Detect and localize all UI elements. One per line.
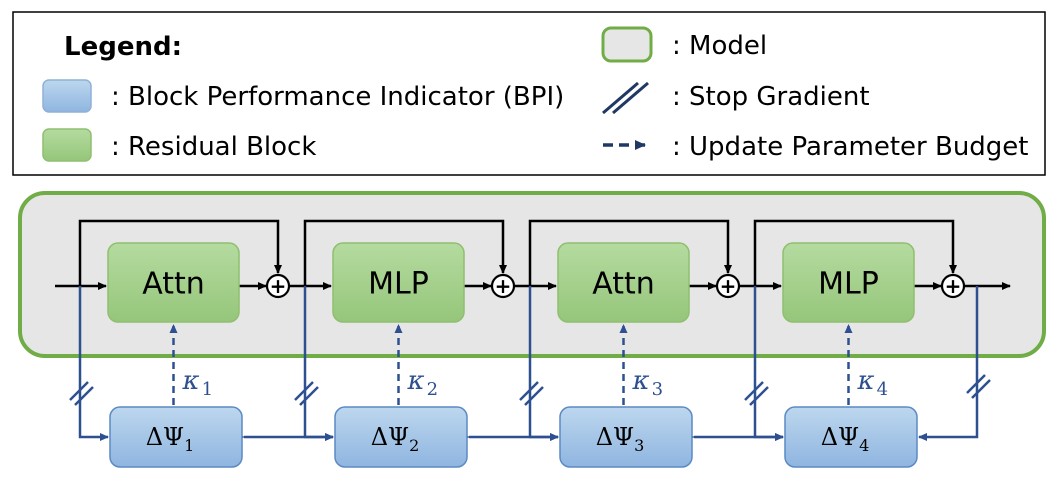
- add-node-symbol: +: [945, 274, 962, 298]
- stop-gradient-mark: [744, 381, 764, 401]
- add-node: [490, 273, 516, 299]
- residual-block: [332, 242, 465, 323]
- legend-bpi-swatch: [42, 79, 92, 113]
- add-node-symbol: +: [495, 274, 512, 298]
- bpi-label: ΔΨ3: [596, 423, 645, 455]
- legend-title: Legend:: [64, 32, 182, 62]
- add-node-symbol: +: [270, 274, 287, 298]
- stop-gradient-mark: [69, 381, 89, 401]
- bpi-block: [334, 406, 468, 468]
- add-node: [715, 273, 741, 299]
- residual-block: [557, 242, 690, 323]
- bpi-block: [784, 406, 918, 468]
- legend-bpi-label: : Block Performance Indicator (BPI): [111, 82, 564, 112]
- bpi-block: [559, 406, 693, 468]
- stop-gradient-mark: [966, 374, 986, 394]
- add-node: [265, 273, 291, 299]
- residual-skip-arrow: [78, 219, 282, 286]
- residual-skip-arrow: [528, 219, 732, 286]
- legend-model-label: : Model: [672, 31, 767, 61]
- stop-gradient-mark: [524, 386, 544, 406]
- legend-border: [12, 11, 1046, 176]
- add-node: [940, 273, 966, 299]
- residual-block-label: Attn: [592, 267, 655, 302]
- stop-gradient-mark: [971, 379, 991, 399]
- bpi-output-arrow: [918, 286, 979, 441]
- stop-gradient-mark: [749, 386, 769, 406]
- add-node-symbol: +: [720, 274, 737, 298]
- legend-model-swatch: [601, 26, 653, 63]
- legend-budget-label: : Update Parameter Budget: [672, 132, 1029, 162]
- legend: Legend: : Block Performance Indicator (B…: [12, 11, 1046, 176]
- legend-residual-label: : Residual Block: [111, 132, 316, 162]
- stop-gradient-mark: [74, 386, 94, 406]
- bpi-input-arrow: [78, 286, 109, 441]
- residual-skip-arrow: [303, 219, 507, 286]
- bpi-input-arrow: [753, 286, 784, 441]
- bpi-input-arrow: [303, 286, 334, 441]
- bpi-block: [109, 406, 243, 468]
- residual-block: [782, 242, 915, 323]
- residual-block: [107, 242, 240, 323]
- stop-gradient-mark: [299, 386, 319, 406]
- legend-residual-swatch: [42, 128, 92, 162]
- stop-gradient-mark: [519, 381, 539, 401]
- stop-gradient-mark: [294, 381, 314, 401]
- residual-block-label: Attn: [142, 267, 205, 302]
- residual-block-label: MLP: [368, 267, 429, 302]
- bpi-input-arrow: [528, 286, 559, 441]
- legend-stop-label: : Stop Gradient: [672, 82, 870, 112]
- residual-skip-arrow: [753, 219, 957, 286]
- residual-block-label: MLP: [818, 267, 879, 302]
- stop-gradient-icon: [602, 81, 649, 115]
